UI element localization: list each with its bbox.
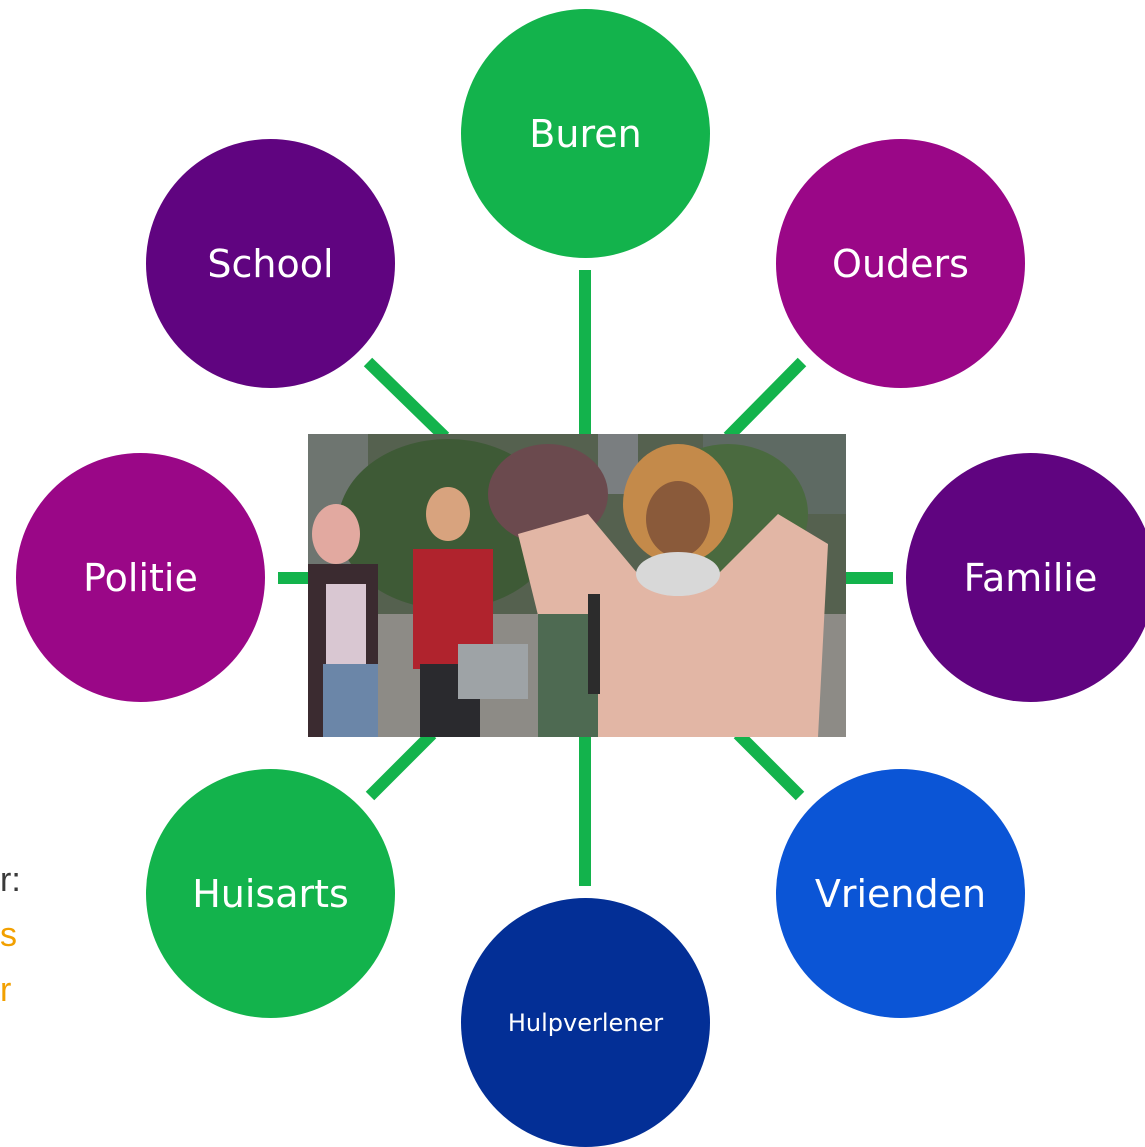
node-buren-label: Buren	[529, 111, 642, 156]
connector-school	[363, 357, 450, 442]
node-politie: Politie	[16, 453, 265, 702]
node-ouders: Ouders	[776, 139, 1025, 388]
center-photo	[308, 434, 846, 737]
node-familie-label: Familie	[963, 555, 1098, 600]
connector-huisarts	[365, 729, 437, 801]
node-vrienden: Vrienden	[776, 769, 1025, 1018]
node-school-label: School	[207, 241, 334, 286]
node-huisarts: Huisarts	[146, 769, 395, 1018]
node-buren: Buren	[461, 9, 710, 258]
connector-ouders	[723, 357, 807, 442]
center-photo-illustration	[308, 434, 846, 737]
side-text-line-1: r:	[0, 861, 21, 899]
node-politie-label: Politie	[83, 555, 198, 600]
node-huisarts-label: Huisarts	[192, 871, 349, 916]
connector-vrienden	[733, 729, 805, 801]
side-text-line-3: r	[0, 971, 12, 1009]
node-school: School	[146, 139, 395, 388]
node-vrienden-label: Vrienden	[814, 871, 987, 916]
node-hulpverlener: Hulpverlener	[461, 898, 710, 1147]
node-hulpverlener-label: Hulpverlener	[507, 1008, 664, 1037]
node-familie: Familie	[906, 453, 1145, 702]
side-text-line-2: s	[0, 916, 17, 954]
node-ouders-label: Ouders	[832, 241, 969, 286]
